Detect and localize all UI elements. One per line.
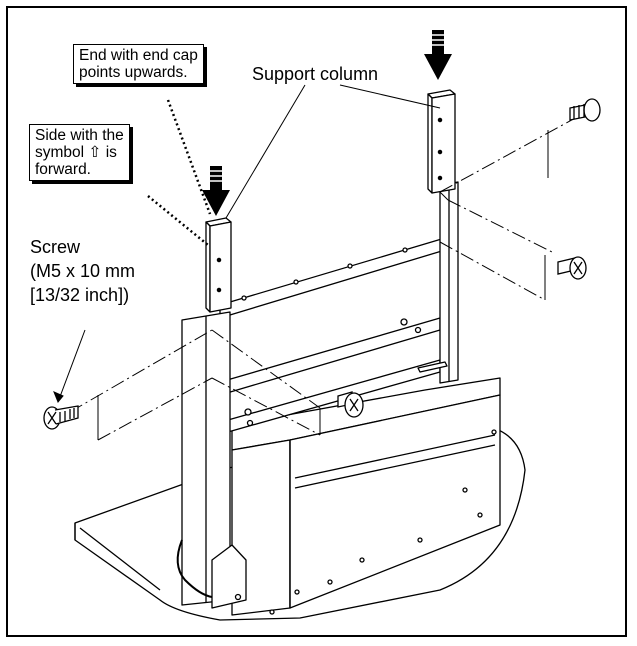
foot-bracket: [211, 544, 247, 609]
screw-middle: [337, 391, 364, 418]
screw-right-lower: [557, 256, 587, 280]
screw-path-right-mid: [447, 199, 553, 253]
screw-path-left-upper-b: [211, 329, 321, 409]
forward-note: Side with the symbol ⇧ is forward.: [29, 124, 130, 181]
screw-right-upper: [569, 98, 601, 122]
screw-path-left-lower-b: [211, 377, 321, 436]
down-arrow-left: [202, 166, 230, 216]
leader-support-column-left: [225, 84, 306, 219]
end-cap-note: End with end cap points upwards.: [73, 44, 204, 84]
cable: [176, 539, 213, 598]
diagram-frame: [6, 6, 627, 637]
leader-support-column-right: [339, 84, 441, 109]
screw-label: Screw (M5 x 10 mm [13/32 inch]): [30, 237, 136, 305]
screw-left: [43, 405, 79, 430]
screw-path-left-lower: [97, 377, 213, 441]
leader-forward: [147, 195, 209, 246]
leader-end-cap: [166, 99, 212, 215]
screw-path-right-upper: [439, 109, 591, 193]
screw-path-left-upper: [69, 329, 213, 413]
crossbar-upper: [219, 234, 456, 319]
leader-screw: [57, 329, 86, 403]
screw-path-right-lower: [439, 241, 546, 301]
crossbar-lower: [209, 317, 441, 399]
support-column-label: Support column: [252, 64, 379, 84]
down-arrow-right: [424, 30, 452, 80]
